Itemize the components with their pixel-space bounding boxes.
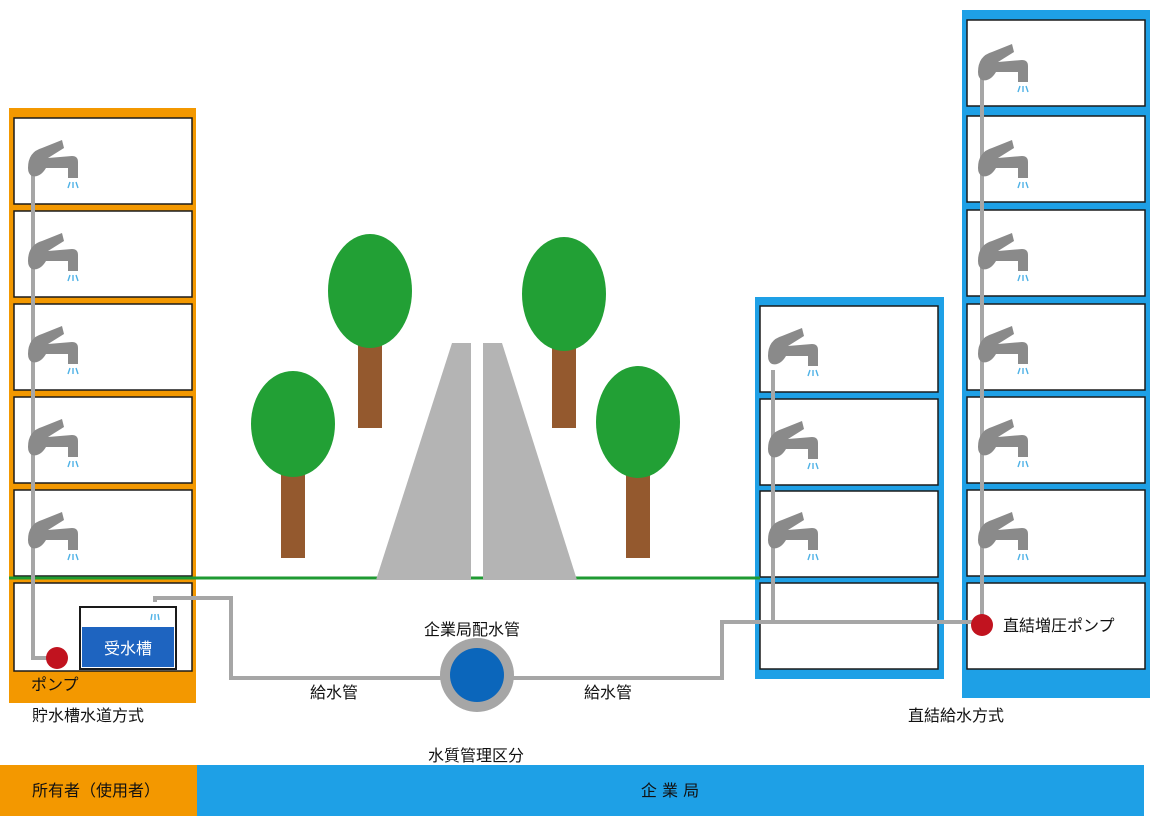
- booster-pump-icon: [971, 614, 993, 636]
- tree-icon: [251, 371, 335, 558]
- storage-system-label: 貯水槽水道方式: [32, 706, 144, 725]
- road-right-lane: [483, 343, 577, 580]
- supply-pipe-left-label: 給水管: [310, 683, 358, 702]
- bureau-zone: [197, 765, 1144, 816]
- distribution-main: [440, 638, 514, 712]
- pump-icon: [46, 647, 68, 669]
- direct-system-label: 直結給水方式: [908, 706, 1004, 725]
- road-left-lane: [376, 343, 471, 580]
- short-ground-floor: [759, 582, 939, 670]
- road: [376, 343, 577, 580]
- tank-water: [82, 627, 174, 667]
- pump-label: ポンプ: [31, 675, 79, 694]
- owner-label: 所有者（使用者）: [32, 781, 160, 800]
- receiving-tank: [79, 606, 177, 670]
- tree-icon: [328, 234, 412, 428]
- supply-pipe-right-label: 給水管: [584, 683, 632, 702]
- tree-icon: [522, 237, 606, 428]
- owner-zone: [0, 765, 197, 816]
- booster-pump-label: 直結増圧ポンプ: [1003, 616, 1115, 635]
- main-pipe-water: [450, 648, 504, 702]
- supply-pipe-right: [512, 620, 975, 680]
- tank-inlet-drops: [150, 613, 160, 621]
- responsibility-bar: 所有者（使用者） 企 業 局: [0, 765, 1144, 816]
- quality-division-label: 水質管理区分: [428, 746, 524, 765]
- distribution-main-label: 企業局配水管: [424, 620, 520, 639]
- supply-pipe-left: [153, 596, 442, 680]
- storage-building: [9, 108, 196, 703]
- bureau-label: 企 業 局: [641, 781, 699, 800]
- tree-icon: [596, 366, 680, 558]
- tank-label: 受水槽: [104, 639, 152, 658]
- tall-ground-floor: [966, 582, 1146, 670]
